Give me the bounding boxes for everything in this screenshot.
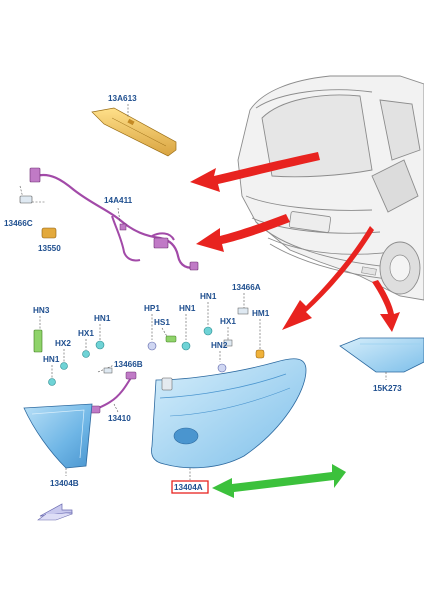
label-15k273: 15K273 xyxy=(373,384,402,393)
label-hn2: HN2 xyxy=(211,341,228,350)
bulb-hm1 xyxy=(255,349,265,359)
label-hn1-d: HN1 xyxy=(200,292,217,301)
label-13a613: 13A613 xyxy=(108,94,137,103)
lamp-housing-13404b xyxy=(23,403,93,469)
reflector-15k273: 15K273 xyxy=(339,337,424,393)
label-hs1: HS1 xyxy=(154,318,170,327)
label-13466a: 13466A xyxy=(232,283,261,292)
bulb-hn3 xyxy=(33,329,43,353)
label-hp1: HP1 xyxy=(144,304,160,313)
label-hn3: HN3 xyxy=(33,306,50,315)
bulb-hs1 xyxy=(165,335,177,343)
clip-13466c: 13466C xyxy=(4,185,46,228)
label-13466c: 13466C xyxy=(4,219,33,228)
red-arrow-to-13404a xyxy=(282,226,374,330)
green-arrow-pointer xyxy=(212,464,346,498)
vehicle-rear-illustration xyxy=(237,75,424,301)
red-arrow-to-15k273 xyxy=(372,280,400,332)
label-hx1-b: HX1 xyxy=(220,317,236,326)
red-arrow-group xyxy=(190,152,400,332)
highlight-box-13404a xyxy=(171,480,209,494)
label-14a411: 14A411 xyxy=(104,196,133,205)
label-hn1-a: HN1 xyxy=(94,314,111,323)
bulb-hn2 xyxy=(217,363,227,373)
high-mount-stop-lamp-13a613: 13A613 xyxy=(91,94,177,157)
bulb-hp1 xyxy=(147,341,157,351)
label-13550: 13550 xyxy=(38,244,61,253)
socket-hx1-a xyxy=(82,350,90,358)
socket-hn1-a xyxy=(95,340,105,350)
socket-hn1-c xyxy=(181,341,191,351)
socket-hn1-d xyxy=(203,326,213,336)
wiring-harness-14a411: 14A411 xyxy=(29,167,199,271)
socket-hx2 xyxy=(60,362,68,370)
label-hx1-a: HX1 xyxy=(78,329,94,338)
label-13410: 13410 xyxy=(108,414,131,423)
label-13404a: 13404A xyxy=(174,483,203,492)
red-arrow-to-14a411 xyxy=(196,214,290,252)
label-hn1-c: HN1 xyxy=(179,304,196,313)
right-lamp-assembly: HP1 HS1 HN1 HN1 13466A HX1 HM1 HN2 13404 xyxy=(144,283,307,494)
left-lamp-assembly: HN3 HN1 HX1 HX2 HN1 13466B 13410 13404B xyxy=(23,306,143,488)
label-hn1-b: HN1 xyxy=(43,355,60,364)
connector-13550: 13550 xyxy=(38,227,61,253)
label-13466b: 13466B xyxy=(114,360,143,369)
label-hm1: HM1 xyxy=(252,309,270,318)
label-hx2: HX2 xyxy=(55,339,71,348)
red-arrow-to-13a613 xyxy=(190,152,320,192)
socket-hn1-b xyxy=(48,378,56,386)
front-direction-arrow-icon xyxy=(37,503,73,521)
label-13404b: 13404B xyxy=(50,479,79,488)
